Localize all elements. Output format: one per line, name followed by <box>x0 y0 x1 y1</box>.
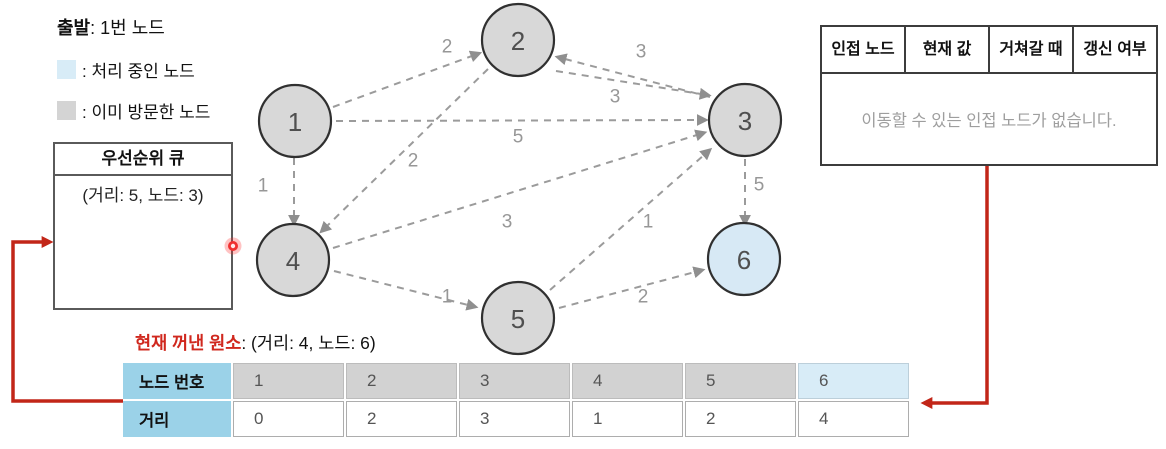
current-popped-element-label: 현재 꺼낸 원소 <box>135 333 242 353</box>
start-node-label: 출발: 1번 노드 <box>57 14 210 40</box>
edge-2-to-3 <box>555 70 712 100</box>
legend-item-label: : 이미 방문한 노드 <box>82 103 211 122</box>
distance-table-node-5: 5 <box>685 363 796 399</box>
distance-table-row-header-distance: 거리 <box>123 401 231 437</box>
edge-weight-4-5: 1 <box>442 287 453 308</box>
graph-node-label-2: 2 <box>511 26 525 56</box>
distance-table-node-2: 2 <box>346 363 457 399</box>
graph-nodes: 1 2 3 4 5 6 <box>255 2 783 356</box>
edge-weight-1-4: 1 <box>258 176 269 197</box>
adjacency-table-header: 거쳐갈 때 <box>990 27 1074 72</box>
edge-weight-5-6: 2 <box>638 287 649 308</box>
distance-table-distance-node-5: 2 <box>685 401 796 437</box>
edge-weight-3-6: 5 <box>754 175 765 196</box>
graph-node-label-5: 5 <box>511 304 525 334</box>
adjacency-table: 인접 노드 현재 값 거쳐갈 때 갱신 여부 이동할 수 있는 인접 노드가 없… <box>820 25 1158 166</box>
adjacency-table-header: 현재 값 <box>906 27 990 72</box>
adjacency-table-header-row: 인접 노드 현재 값 거쳐갈 때 갱신 여부 <box>822 27 1156 74</box>
edge-5-to-6 <box>558 266 706 309</box>
distance-table-distance-node-4: 1 <box>572 401 683 437</box>
priority-queue-title: 우선순위 큐 <box>55 144 231 176</box>
distance-table-node-6-highlighted: 6 <box>798 363 909 399</box>
graph-edges: 2 3 3 5 2 1 5 3 1 1 2 <box>258 37 765 311</box>
priority-queue-entry: (거리: 5, 노드: 3) <box>82 186 204 205</box>
legend: 출발: 1번 노드 : 처리 중인 노드 : 이미 방문한 노드 <box>57 14 210 139</box>
start-node-label-rest: : 1번 노드 <box>90 18 165 38</box>
edge-weight-1-3: 5 <box>513 127 524 148</box>
distance-table-distance-node-1: 0 <box>233 401 344 437</box>
edge-weight-1-2: 2 <box>442 37 453 58</box>
edge-weight-2-4: 2 <box>408 151 419 172</box>
graph-node-label-1: 1 <box>288 107 302 137</box>
adjacency-table-header: 갱신 여부 <box>1083 41 1147 58</box>
no-adjacent-nodes-message: 이동할 수 있는 인접 노드가 없습니다. <box>861 112 1117 130</box>
legend-item-visited: : 이미 방문한 노드 <box>57 98 210 123</box>
edge-2-to-4 <box>319 68 489 234</box>
distance-table-node-1: 1 <box>233 363 344 399</box>
adjacency-table-body: 이동할 수 있는 인접 노드가 없습니다. <box>822 74 1156 164</box>
distance-table-node-4: 4 <box>572 363 683 399</box>
priority-queue-box: 우선순위 큐 (거리: 5, 노드: 3) <box>53 142 233 310</box>
visited-node-swatch <box>57 101 76 120</box>
edge-1-to-2 <box>332 50 483 108</box>
connector-arrow-to-distance-table <box>920 166 989 409</box>
graph-node-4 <box>255 222 331 298</box>
legend-item-processing: : 처리 중인 노드 <box>57 57 210 82</box>
distance-table-distance-node-6: 4 <box>798 401 909 437</box>
edge-5-to-3 <box>549 147 713 291</box>
legend-item-label: : 처리 중인 노드 <box>82 62 195 81</box>
graph-node-5 <box>480 280 556 356</box>
current-popped-element: 현재 꺼낸 원소: (거리: 4, 노드: 6) <box>135 330 376 355</box>
edge-weight-4-3: 3 <box>502 212 513 233</box>
priority-queue-body: (거리: 5, 노드: 3) <box>55 176 231 208</box>
adjacency-table-header: 인접 노드 <box>822 27 906 72</box>
graph-node-label-3: 3 <box>738 106 752 136</box>
graph-node-label-4: 4 <box>286 246 300 276</box>
edge-4-to-3 <box>332 129 708 249</box>
edge-weight-3-2: 3 <box>636 42 647 63</box>
distance-table-row-header-node-number: 노드 번호 <box>123 363 231 399</box>
graph-node-2 <box>480 2 556 78</box>
graph-node-1 <box>257 83 333 159</box>
edge-weight-5-3: 1 <box>643 212 654 233</box>
cursor-highlight-dot <box>224 237 242 255</box>
current-popped-element-value: : (거리: 4, 노드: 6) <box>241 333 376 353</box>
graph-node-6 <box>706 221 782 297</box>
distance-table-node-3: 3 <box>459 363 570 399</box>
distance-table-distance-node-2: 2 <box>346 401 457 437</box>
edge-weight-2-3: 3 <box>610 87 621 108</box>
start-node-label-bold: 출발 <box>57 18 91 38</box>
distance-table-distance-node-3: 3 <box>459 401 570 437</box>
processing-node-swatch <box>57 60 76 79</box>
edge-4-to-5 <box>333 270 479 311</box>
graph-node-label-6: 6 <box>737 245 751 275</box>
connector-arrow-to-priority-queue <box>11 236 123 403</box>
edge-1-to-3 <box>335 114 709 127</box>
graph-node-3 <box>707 82 783 158</box>
